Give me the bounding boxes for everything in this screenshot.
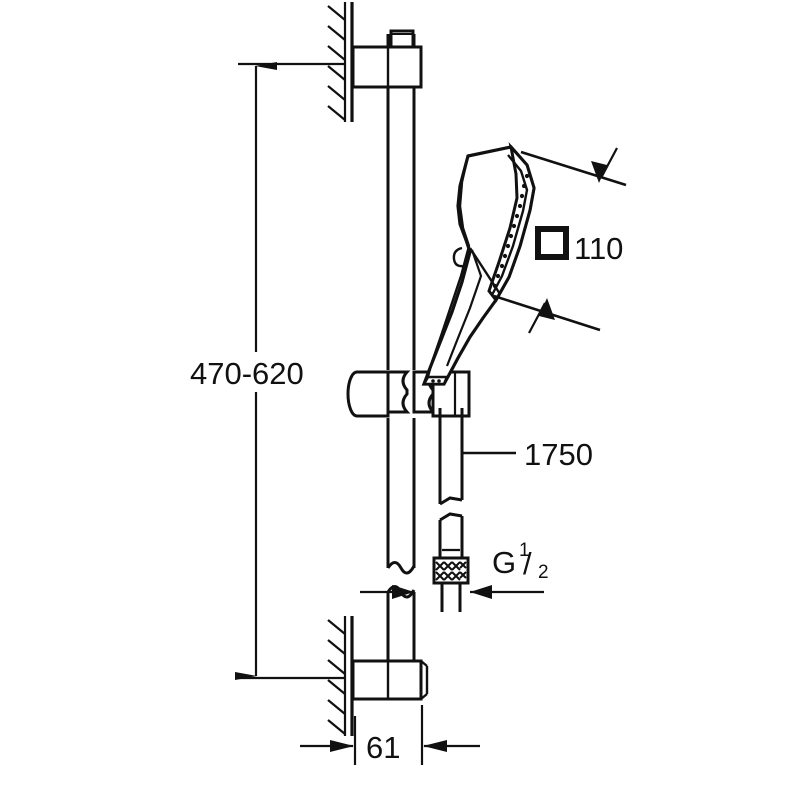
hose-break-symbol-upper bbox=[439, 496, 463, 506]
dim-arrow-spray-top-shaft bbox=[600, 147, 618, 179]
dimension-rail-length: 470-620 bbox=[190, 62, 345, 680]
wall-lower bbox=[327, 616, 354, 736]
dim-thread-right-head bbox=[470, 585, 492, 599]
dimension-label-hose-length: 1750 bbox=[524, 437, 593, 472]
hose-nut-knurling bbox=[435, 561, 467, 581]
handshower-base-collar bbox=[421, 375, 449, 386]
dimension-hose-length: 1750 bbox=[462, 437, 593, 472]
dimension-wall-distance: 61 bbox=[300, 705, 480, 765]
wall-hatching-lower bbox=[327, 619, 346, 735]
wall-upper bbox=[327, 2, 354, 122]
shower-rail bbox=[386, 34, 416, 660]
dimension-spray-face: 110 bbox=[493, 147, 627, 334]
handshower-face-rim bbox=[490, 154, 529, 296]
top-bracket bbox=[351, 29, 423, 89]
handshower-base-dots bbox=[431, 379, 441, 383]
slider-knob bbox=[346, 370, 390, 418]
hose-break-symbol-lower bbox=[439, 512, 463, 522]
dimension-label-thread-prefix: G bbox=[492, 545, 516, 580]
square-profile-symbol-icon bbox=[535, 226, 569, 260]
bottom-bracket-edge-a bbox=[420, 660, 428, 667]
dimension-label-thread-denominator: 2 bbox=[538, 562, 549, 583]
bottom-bracket-edge-c bbox=[420, 693, 428, 700]
bottom-bracket bbox=[351, 659, 429, 701]
handshower bbox=[421, 141, 536, 386]
dim-arrow-spray-top-head bbox=[591, 161, 607, 183]
dimension-label-spray-face: 110 bbox=[574, 231, 623, 266]
dimension-label-thread-numerator: 1 bbox=[519, 540, 530, 561]
dimension-thread: G 1 / 2 bbox=[360, 540, 549, 599]
slider-holder bbox=[346, 370, 471, 418]
handshower-side-button bbox=[452, 246, 464, 268]
dim-ext-line-spray-top bbox=[520, 150, 627, 187]
dim-thread-left-head bbox=[392, 585, 414, 599]
handshower-handle-rib bbox=[445, 249, 483, 367]
handshower-head-handle-seam bbox=[468, 247, 502, 295]
hose-nut bbox=[432, 556, 470, 585]
dimension-label-wall-distance: 61 bbox=[366, 730, 400, 765]
dim-arrow-spray-bottom-shaft bbox=[528, 302, 546, 334]
slider-body-left bbox=[386, 370, 411, 414]
handshower-handle-inner-line bbox=[425, 155, 471, 381]
dimension-label-rail-length: 470-620 bbox=[190, 356, 304, 391]
wall-hatching-upper bbox=[327, 5, 346, 121]
dim-arrow-spray-bottom-head bbox=[539, 298, 555, 320]
dimension-label-thread-slash: / bbox=[523, 546, 532, 581]
rail-break-symbol-upper bbox=[386, 561, 416, 575]
